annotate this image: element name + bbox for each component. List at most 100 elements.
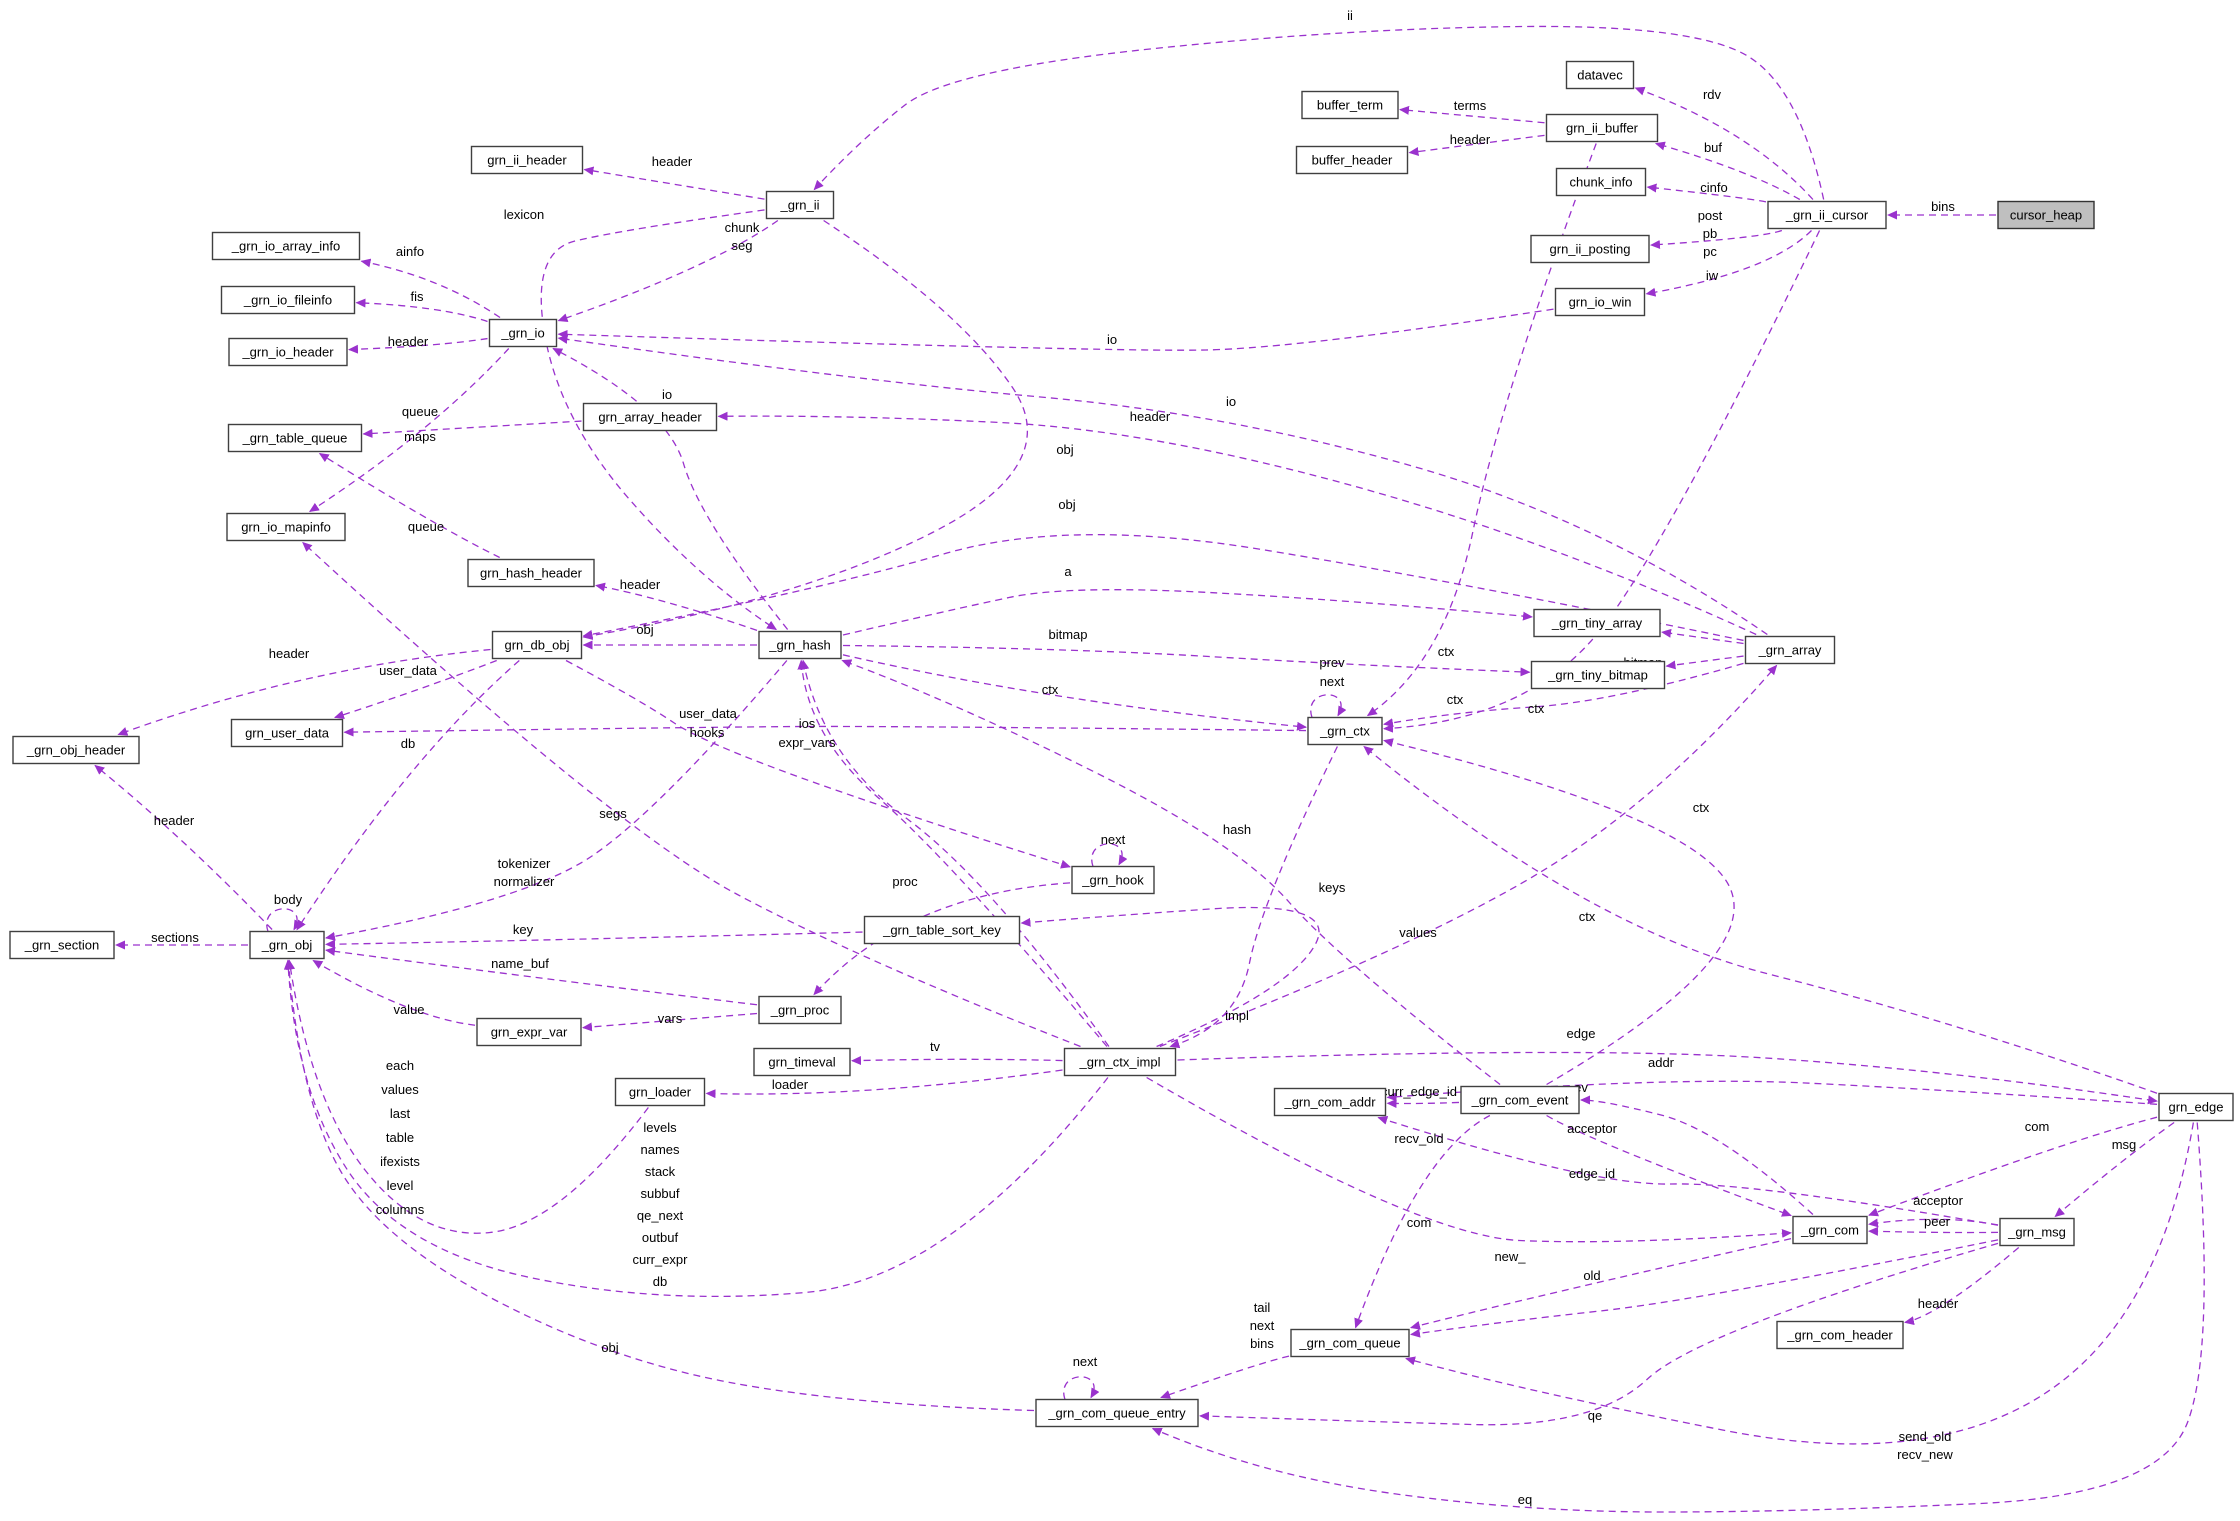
node-grn_array_header[interactable]: grn_array_header — [582, 402, 718, 432]
node-_grn_com_queue[interactable]: _grn_com_queue — [1290, 1328, 1410, 1358]
edge-grn_db_obj-_grn_obj_header — [117, 648, 491, 736]
node-box-highlighted — [1997, 200, 2095, 230]
node-label: _grn_io_fileinfo — [243, 293, 332, 308]
node-datavec[interactable]: datavec — [1565, 60, 1635, 90]
node-chunk_info[interactable]: chunk_info — [1555, 167, 1647, 197]
node-box — [1554, 287, 1646, 317]
node-box — [1063, 1047, 1177, 1077]
edge-label-obj: obj — [1056, 442, 1073, 457]
node-box — [863, 915, 1021, 945]
node-box — [491, 630, 583, 660]
node-_grn_tiny_array[interactable]: _grn_tiny_array — [1533, 608, 1661, 638]
node-_grn_obj[interactable]: _grn_obj — [249, 930, 325, 960]
node-grn_expr_var[interactable]: grn_expr_var — [476, 1017, 582, 1047]
edge-_grn_com_event-_grn_ctx — [1383, 738, 1735, 1086]
node-_grn_ii[interactable]: _grn_ii — [765, 190, 835, 220]
edge-label-header: header — [1918, 1296, 1959, 1311]
edge-label-edge_id: edge_id — [1569, 1166, 1615, 1181]
edge-label-ctx: ctx — [1528, 701, 1545, 716]
node-label: _grn_com_addr — [1283, 1095, 1376, 1110]
edge-label-header: header — [620, 577, 661, 592]
edge-label-value: value — [393, 1002, 424, 1017]
node-_grn_com_event[interactable]: _grn_com_event — [1460, 1085, 1580, 1115]
edge-label-db: db — [401, 736, 415, 751]
edge-_grn_array-_grn_ctx — [1383, 662, 1744, 728]
node-label: _grn_io_array_info — [231, 239, 340, 254]
node-label: cursor_heap — [2010, 208, 2082, 223]
node-_grn_table_queue[interactable]: _grn_table_queue — [227, 423, 363, 453]
node-_grn_com_queue_entry[interactable]: _grn_com_queue_entry — [1035, 1398, 1199, 1428]
node-grn_ii_header[interactable]: grn_ii_header — [470, 145, 584, 175]
node-label: _grn_com_queue_entry — [1047, 1406, 1186, 1421]
node-grn_db_obj[interactable]: grn_db_obj — [491, 630, 583, 660]
node-_grn_hook[interactable]: _grn_hook — [1071, 865, 1155, 895]
edge-_grn_ctx_impl-_grn_obj — [283, 959, 1109, 1298]
node-grn_ii_buffer[interactable]: grn_ii_buffer — [1545, 113, 1659, 143]
edge-_grn_com_queue_entry-_grn_obj — [284, 959, 1035, 1412]
node-_grn_ctx_impl[interactable]: _grn_ctx_impl — [1063, 1047, 1177, 1077]
node-cursor_heap[interactable]: cursor_heap — [1997, 200, 2095, 230]
edge-grn_edge-_grn_msg — [2054, 1121, 2175, 1218]
node-grn_edge[interactable]: grn_edge — [2158, 1092, 2234, 1122]
node-_grn_proc[interactable]: _grn_proc — [758, 995, 842, 1025]
node-label: _grn_table_sort_key — [882, 923, 1001, 938]
node-_grn_section[interactable]: _grn_section — [9, 930, 115, 960]
node-_grn_obj_header[interactable]: _grn_obj_header — [12, 735, 140, 765]
node-grn_io_win[interactable]: grn_io_win — [1554, 287, 1646, 317]
node-label: _grn_com — [1800, 1223, 1859, 1238]
node-grn_timeval[interactable]: grn_timeval — [753, 1047, 851, 1077]
node-grn_loader[interactable]: grn_loader — [614, 1077, 706, 1107]
edge-_grn_hook-_grn_hook — [1091, 843, 1128, 867]
node-buffer_term[interactable]: buffer_term — [1301, 90, 1399, 120]
edge-_grn_ctx_impl-grn_edge — [1177, 1051, 2158, 1105]
node-grn_user_data[interactable]: grn_user_data — [230, 718, 344, 748]
node-grn_hash_header[interactable]: grn_hash_header — [467, 558, 595, 588]
node-_grn_ctx[interactable]: _grn_ctx — [1307, 716, 1383, 746]
edge-_grn_array-_grn_tiny_array — [1661, 628, 1744, 645]
edge-grn_hash_header-_grn_table_queue — [318, 452, 500, 559]
node-label: _grn_ctx_impl — [1079, 1055, 1161, 1070]
edge-grn_edge-_grn_com — [1868, 1116, 2158, 1217]
edge-label-fis: fis — [411, 289, 425, 304]
edge-label-com: com — [2025, 1119, 2050, 1134]
edge-label-name_buf: name_buf — [491, 956, 549, 971]
edge-_grn_ii-grn_ii_header — [583, 166, 765, 200]
node-box — [228, 337, 348, 367]
edge-label-io: io — [1107, 332, 1117, 347]
node-_grn_hash[interactable]: _grn_hash — [758, 630, 842, 660]
edge-grn_expr_var-_grn_obj — [312, 959, 476, 1026]
node-_grn_io_fileinfo[interactable]: _grn_io_fileinfo — [220, 285, 356, 315]
edge-_grn_array-grn_array_header — [717, 411, 1757, 636]
node-_grn_com_addr[interactable]: _grn_com_addr — [1273, 1087, 1387, 1117]
edge-grn_io_win-_grn_io — [557, 308, 1554, 351]
node-_grn_array[interactable]: _grn_array — [1744, 635, 1836, 665]
node-buffer_header[interactable]: buffer_header — [1295, 145, 1409, 175]
node-_grn_io[interactable]: _grn_io — [488, 318, 558, 348]
node-_grn_io_header[interactable]: _grn_io_header — [228, 337, 348, 367]
nodes-layer: grn_ii_header _grn_ii _grn_io_array_info _g… — [9, 60, 2234, 1428]
edge-label-curr_edge_id: curr_edge_id — [1381, 1084, 1457, 1099]
node-_grn_io_array_info[interactable]: _grn_io_array_info — [211, 231, 361, 261]
edge-label-ios: ios — [799, 716, 816, 731]
node-_grn_table_sort_key[interactable]: _grn_table_sort_key — [863, 915, 1021, 945]
node-_grn_tiny_bitmap[interactable]: _grn_tiny_bitmap — [1530, 660, 1666, 690]
node-grn_io_mapinfo[interactable]: grn_io_mapinfo — [226, 512, 346, 542]
node-label: grn_io_mapinfo — [241, 520, 331, 535]
node-_grn_com[interactable]: _grn_com — [1792, 1215, 1868, 1245]
edge-_grn_msg-_grn_com_addr — [1377, 1115, 1999, 1226]
node-grn_ii_posting[interactable]: grn_ii_posting — [1530, 234, 1650, 264]
edge-label-acceptor: acceptor — [1567, 1121, 1618, 1136]
node-box — [488, 318, 558, 348]
node-box — [249, 930, 325, 960]
node-box — [1767, 200, 1887, 230]
edge-_grn_hash-_grn_tiny_bitmap — [842, 644, 1531, 677]
node-_grn_com_header[interactable]: _grn_com_header — [1776, 1320, 1904, 1350]
node-label: grn_array_header — [598, 410, 702, 425]
node-_grn_ii_cursor[interactable]: _grn_ii_cursor — [1767, 200, 1887, 230]
node-_grn_msg[interactable]: _grn_msg — [1999, 1217, 2075, 1247]
